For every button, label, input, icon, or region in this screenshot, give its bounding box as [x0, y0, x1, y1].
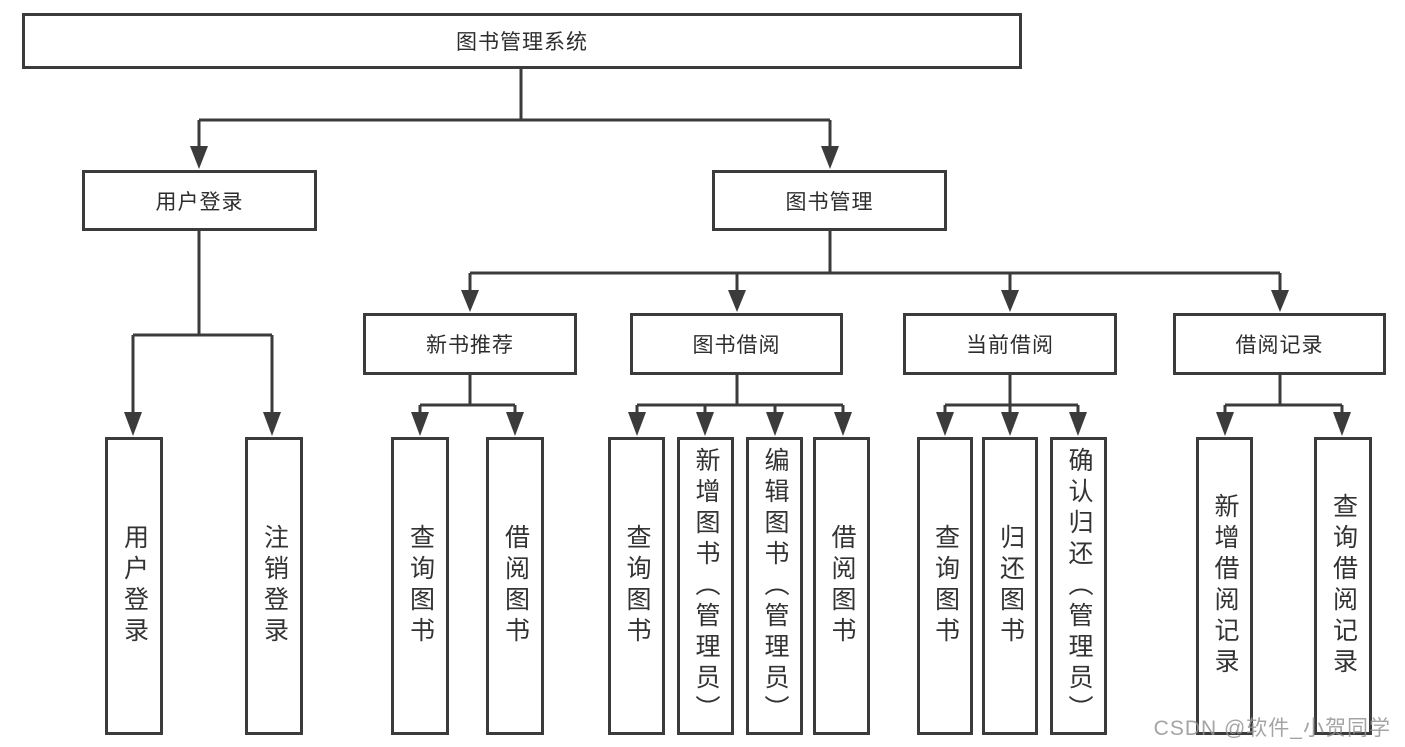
node-label: 当前借阅 [966, 334, 1054, 357]
node-label: 确认归还（管理员） [1065, 446, 1093, 726]
node-label: 新书推荐 [426, 334, 514, 357]
node-borrowing-records: 借阅记录 [1173, 313, 1386, 375]
node-leaf-borrow-books-1: 借阅图书 [486, 437, 544, 735]
node-leaf-add-borrow-record: 新增借阅记录 [1196, 437, 1253, 735]
node-book-borrowing: 图书借阅 [630, 313, 843, 375]
node-leaf-query-books-3: 查询图书 [917, 437, 973, 735]
node-label: 借阅图书 [501, 524, 530, 648]
node-label: 新增图书（管理员） [692, 446, 720, 726]
node-label: 查询图书 [623, 524, 651, 648]
node-label: 用户登录 [120, 524, 149, 648]
node-leaf-user-login: 用户登录 [105, 437, 163, 735]
node-label: 用户登录 [155, 190, 244, 214]
node-label: 借阅图书 [828, 524, 856, 648]
node-book-management: 图书管理 [712, 170, 947, 231]
node-leaf-query-books-2: 查询图书 [608, 437, 665, 735]
node-leaf-query-books-1: 查询图书 [391, 437, 449, 735]
node-new-book-recommendation: 新书推荐 [363, 313, 577, 375]
node-label: 图书管理系统 [456, 31, 588, 54]
arrowheads [124, 146, 1351, 436]
node-current-borrowing: 当前借阅 [903, 313, 1117, 375]
node-label: 查询图书 [406, 524, 435, 648]
node-leaf-query-borrow-record: 查询借阅记录 [1314, 437, 1372, 735]
node-label: 借阅记录 [1235, 334, 1324, 357]
node-label: 图书管理 [785, 190, 874, 214]
node-leaf-borrow-books-2: 借阅图书 [813, 437, 870, 735]
node-user-login: 用户登录 [82, 170, 317, 231]
node-label: 图书借阅 [692, 334, 781, 357]
node-leaf-add-books-admin: 新增图书（管理员） [677, 437, 734, 735]
csdn-watermark: CSDN @软件_小贺同学 [1153, 717, 1391, 740]
node-leaf-logout: 注销登录 [245, 437, 303, 735]
node-label: 查询借阅记录 [1329, 493, 1358, 679]
node-label: 查询图书 [931, 524, 960, 648]
node-leaf-confirm-return-admin: 确认归还（管理员） [1050, 437, 1107, 735]
node-label: 归还图书 [996, 524, 1025, 648]
node-leaf-edit-books-admin: 编辑图书（管理员） [746, 437, 803, 735]
node-label: 新增借阅记录 [1211, 493, 1239, 679]
node-library-management-system: 图书管理系统 [22, 13, 1022, 69]
node-label: 注销登录 [260, 524, 289, 648]
node-leaf-return-books: 归还图书 [982, 437, 1038, 735]
node-label: 编辑图书（管理员） [761, 446, 789, 726]
